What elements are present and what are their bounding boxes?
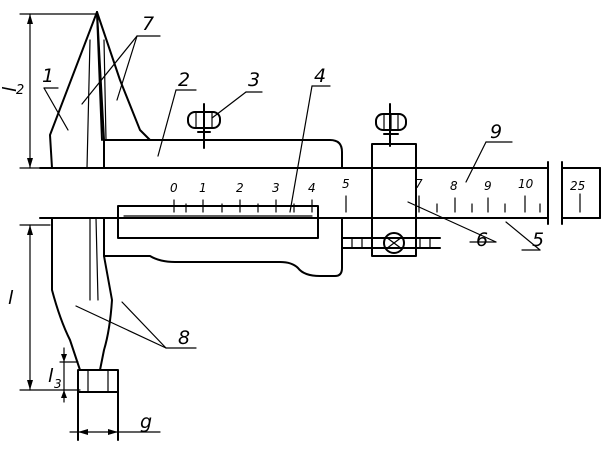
dim-l3-sub: 3 [54,377,62,391]
scale-label-8: 8 [450,179,458,193]
dim-l-letter: l [8,287,14,309]
callout-4: 4 [314,65,326,87]
callout-2: 2 [178,69,190,91]
dim-l2-sub: 2 [16,83,24,98]
micro-feed-frame [341,103,441,257]
callout-8: 8 [178,327,190,349]
callout-5: 5 [532,229,544,251]
callout-9: 9 [490,121,502,143]
upper-jaws [49,11,151,169]
scale-label-3: 3 [272,181,280,195]
leader-lines [43,35,541,349]
scale-label-0: 0 [170,181,178,195]
fixed-frame [103,139,343,277]
callout-3: 3 [248,69,260,91]
beam [39,161,601,225]
scale-label-9: 9 [484,179,492,193]
callout-1: 1 [42,65,54,87]
scale-label-25: 25 [570,179,585,193]
scale-label-10: 10 [518,177,534,191]
lower-jaws [51,217,119,441]
scale-label-1: 1 [199,181,207,195]
main-scale [173,193,581,213]
dim-g-letter: g [140,411,152,433]
scale-label-4: 4 [308,181,316,195]
dimension-lines [19,13,161,435]
callout-6: 6 [476,229,488,251]
dim-l2-letter: l [0,86,21,92]
scale-label-7: 7 [415,177,423,191]
scale-label-5: 5 [342,177,350,191]
scale-label-2: 2 [236,181,244,195]
callout-7: 7 [142,13,154,35]
dim-l3-letter: l [48,365,54,387]
clamp-screw-3 [187,103,221,149]
